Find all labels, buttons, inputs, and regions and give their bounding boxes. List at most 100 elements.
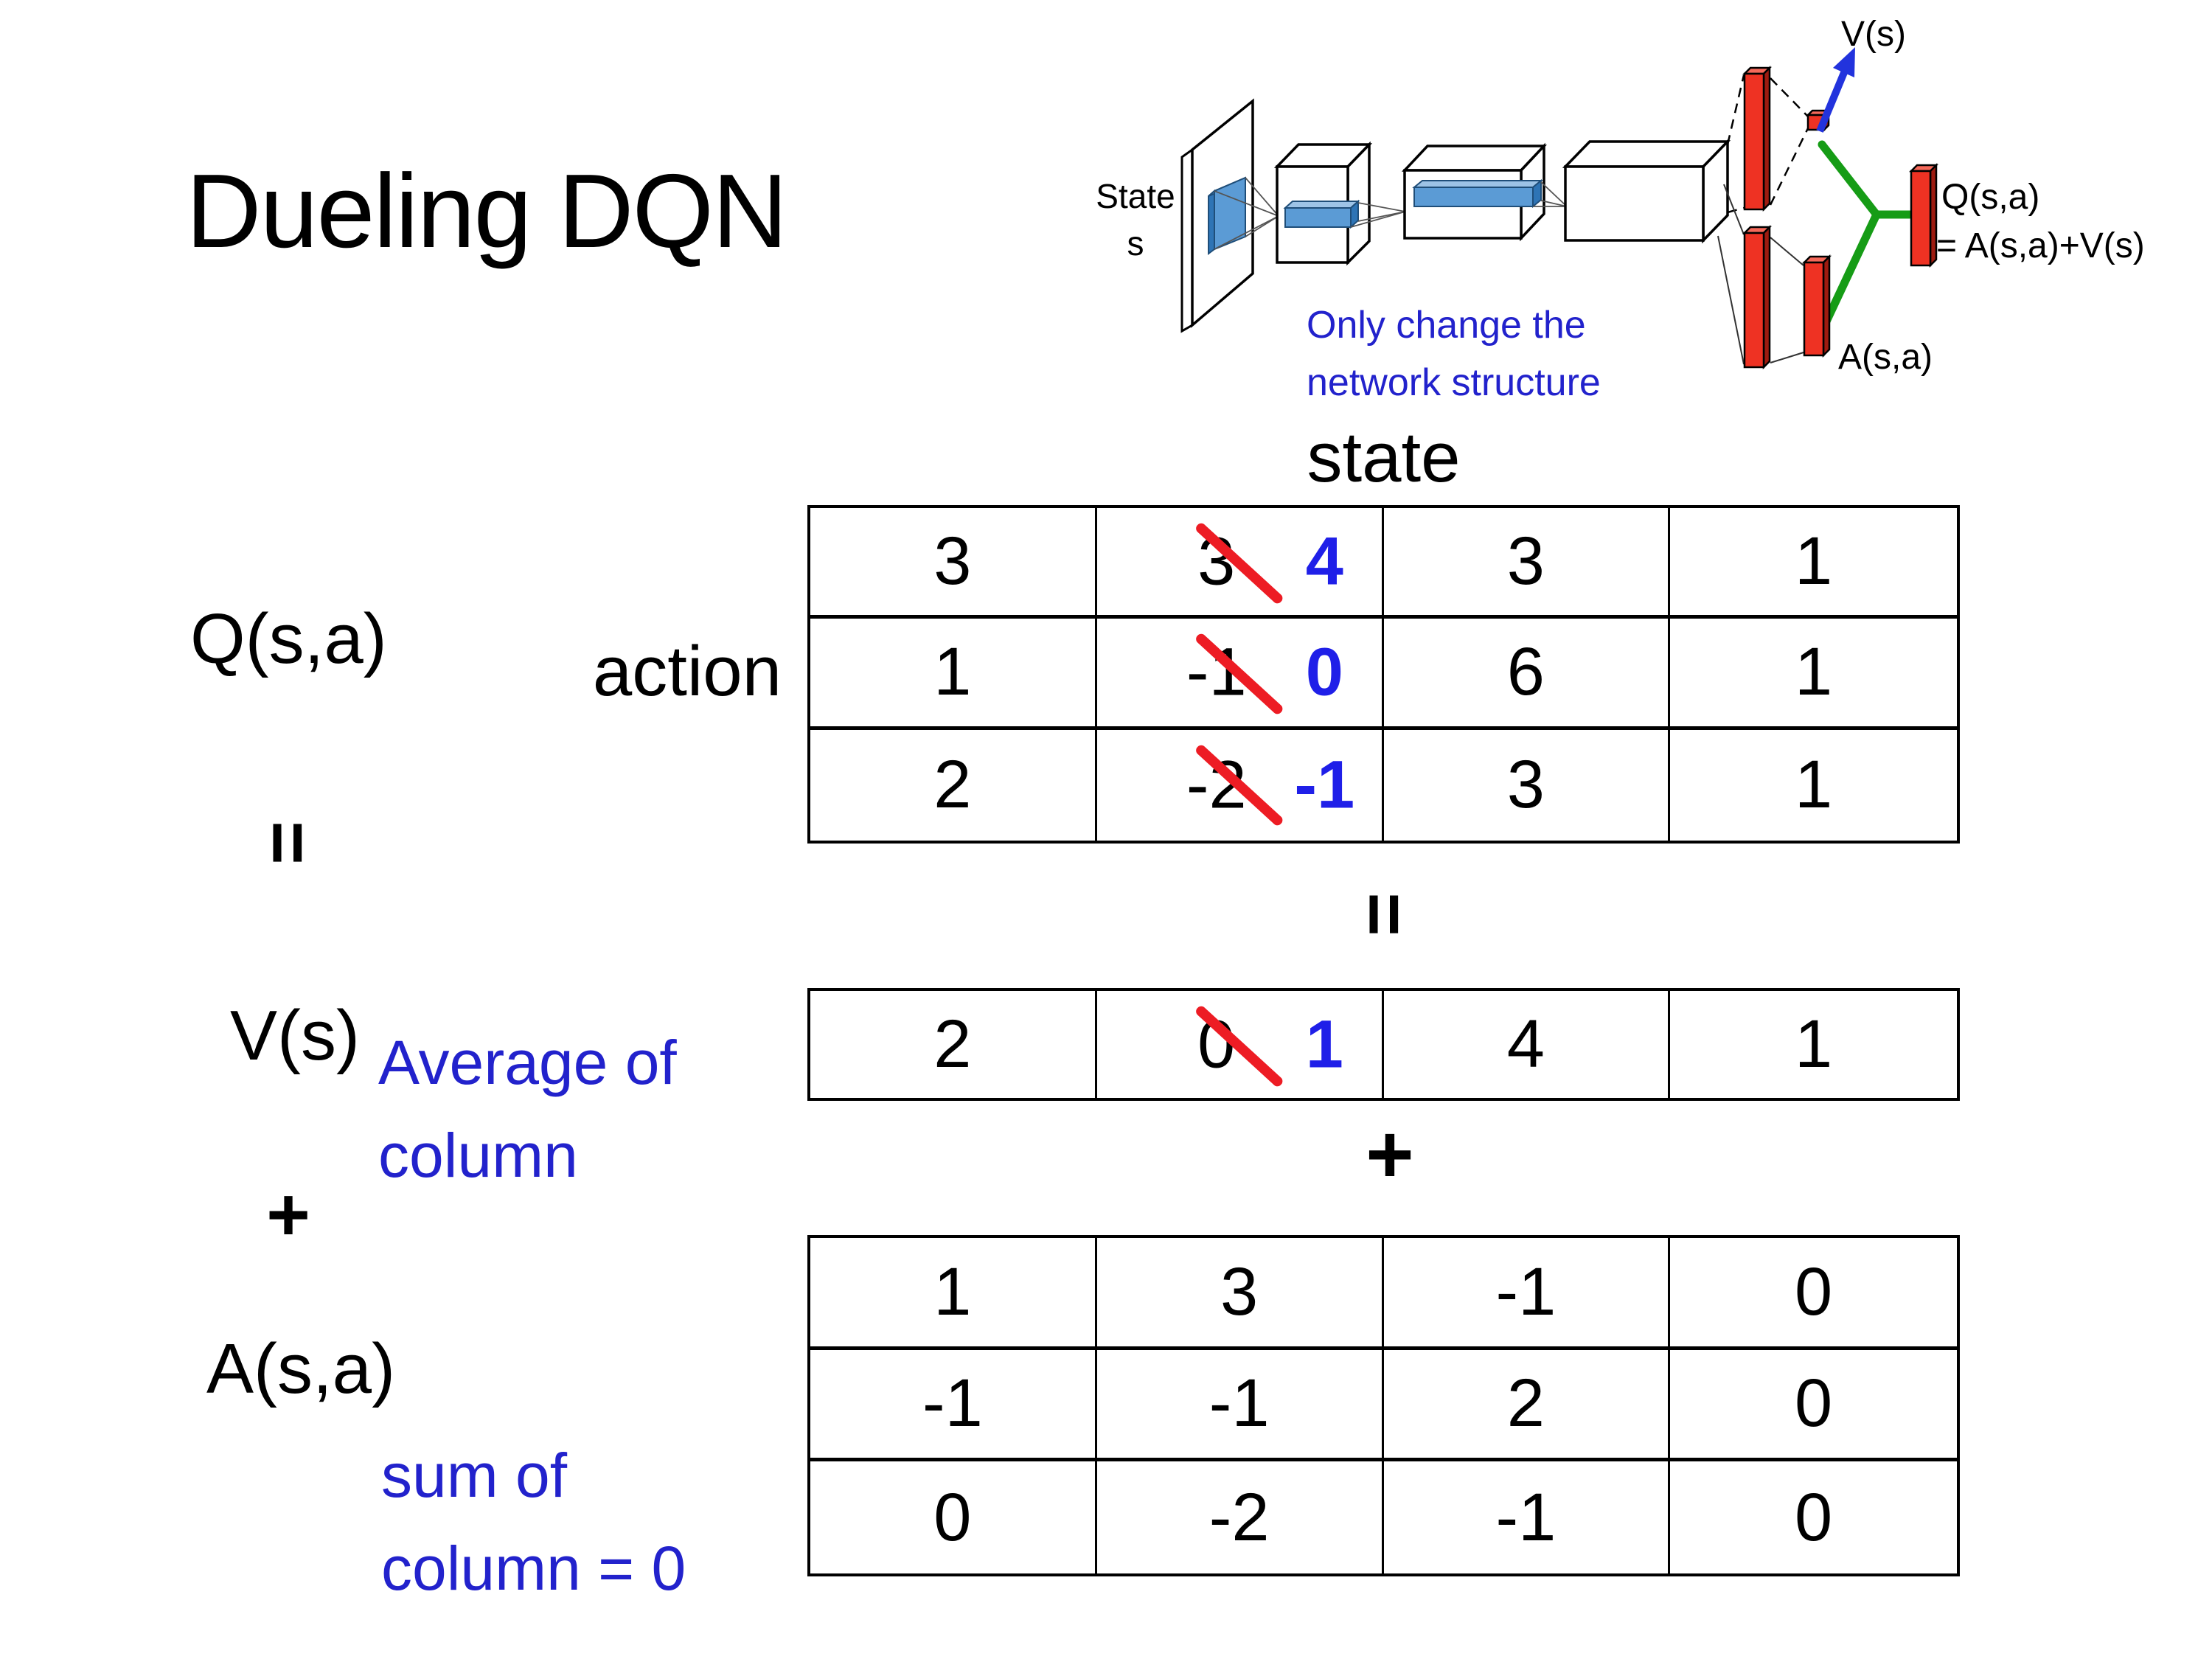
q-table-cell-struck: -2 -1 [1097,729,1384,841]
state-input-label-line2: s [1127,224,1144,262]
q-table-cell: 1 [1670,730,1957,841]
diagram-note: Only change the network structure [1307,296,1601,411]
fc-bar-bottom [1742,224,1773,370]
q-value-table: 3 3 4 3 1 1 -1 0 6 1 2 -2 -1 3 1 [807,505,1960,844]
a-note-line1: sum of [381,1441,568,1510]
conv-cone-lines-3 [1533,181,1568,207]
a-table-cell: -1 [1383,1238,1671,1350]
diagram-note-line1: Only change the [1307,304,1586,347]
equals-sign-left: = [246,821,331,865]
a-note-line2: column = 0 [381,1534,686,1603]
old-value: 3 [1197,524,1236,599]
cell-value: 3 [1220,1253,1259,1329]
cell-value: 3 [933,524,972,599]
q-table-cell: 6 [1383,619,1671,730]
a-table-cell: -1 [1384,1461,1671,1573]
fc-bar-top [1742,65,1773,212]
aggregator-connector [1818,140,1917,327]
new-value: 4 [1305,524,1343,599]
q-table-cell: 1 [1670,619,1957,730]
cell-value: -1 [1208,1366,1270,1441]
cell-value: 3 [1506,524,1545,599]
cell-value: 1 [1795,634,1833,710]
fc-box [1562,138,1731,244]
cell-value: 1 [933,634,972,710]
v-table-cell: 1 [1670,991,1957,1098]
a-note: sum of column = 0 [381,1429,686,1615]
v-table-cell: 2 [810,991,1097,1098]
a-output-bar [1801,254,1832,358]
a-table-cell: -2 [1097,1461,1384,1573]
cell-value: -1 [1495,1253,1557,1329]
cell-value: 0 [933,1479,972,1555]
feature-bar-1 [1283,199,1360,229]
a-output-label: A(s,a) [1838,338,1933,377]
cell-value: -2 [1208,1479,1270,1555]
plus-sign-center: + [1366,1107,1414,1200]
a-table-cell: 0 [1670,1238,1957,1350]
old-value: 0 [1197,1006,1236,1082]
a-table-cell: 0 [810,1461,1097,1573]
v-table-cell-struck: 0 1 [1097,991,1384,1098]
v-note-line2: column [378,1121,578,1190]
v-matrix-label: V(s) [230,996,360,1075]
network-diagram: State s V(s) Q(s,a) = A(s,a)+V(s) A(s,a) [1096,15,2144,377]
diagram-note-line2: network structure [1307,361,1601,404]
new-value: 1 [1305,1006,1343,1082]
v-value-table: 2 0 1 4 1 [807,988,1960,1101]
cell-value: -1 [1495,1479,1557,1555]
cell-value: 0 [1795,1253,1833,1329]
cell-value: -1 [922,1366,983,1441]
a-table-cell: 0 [1670,1461,1957,1573]
new-value: 0 [1305,634,1343,710]
q-matrix-label: Q(s,a) [190,599,387,678]
q-output-bar [1908,162,1939,268]
q-table-cell: 2 [810,729,1097,841]
a-value-table: 1 3 -1 0 -1 -1 2 0 0 -2 -1 0 [807,1235,1960,1576]
page-title: Dueling DQN [186,153,788,270]
cell-value: 1 [1795,524,1833,599]
cell-value: 0 [1795,1366,1833,1441]
cell-value: 0 [1795,1479,1833,1555]
action-axis-label: action [592,632,782,711]
cell-value: 2 [933,1006,972,1082]
v-note: Average of column [378,1016,677,1202]
state-input-label-line1: State [1096,177,1175,215]
q-table-cell: 1 [810,619,1097,730]
q-table-cell-struck: 3 4 [1096,508,1384,619]
q-table-cell-struck: -1 0 [1096,619,1384,730]
a-matrix-label: A(s,a) [206,1329,396,1408]
plus-sign-left: + [266,1172,310,1256]
a-table-cell: 2 [1383,1349,1671,1462]
v-arrow-icon [1816,47,1855,133]
q-table-cell: 1 [1670,508,1957,619]
q-table-cell: 3 [1384,729,1671,841]
q-table-cell: 3 [810,508,1097,619]
conv-cone-lines-2 [1350,202,1406,228]
a-table-cell: 1 [810,1238,1097,1350]
a-table-cell: -1 [1096,1349,1384,1462]
old-value: -2 [1186,747,1247,823]
value-stream-dashed-lines [1726,74,1809,214]
state-axis-label: state [1307,418,1461,497]
conv-kernel-icon [1208,176,1246,255]
q-table-cell: 3 [1383,508,1671,619]
advantage-stream-lines [1717,184,1804,365]
old-value: -1 [1186,634,1247,710]
new-value: -1 [1294,747,1355,823]
conv-cone-lines-1 [1214,177,1279,250]
q-output-label-line1: Q(s,a) [1941,178,2039,217]
v-note-line1: Average of [378,1028,677,1097]
cell-value: 1 [933,1253,972,1329]
a-table-cell: -1 [810,1349,1097,1462]
v-output-label: V(s) [1841,15,1906,54]
v-table-cell: 4 [1384,991,1671,1098]
feature-bar-2 [1412,178,1543,209]
cell-value: 4 [1506,1006,1545,1082]
cell-value: 1 [1795,1006,1833,1082]
cell-value: 1 [1795,747,1833,823]
cell-value: 3 [1506,747,1545,823]
cell-value: 2 [933,747,972,823]
equals-sign-center: = [1343,892,1427,936]
